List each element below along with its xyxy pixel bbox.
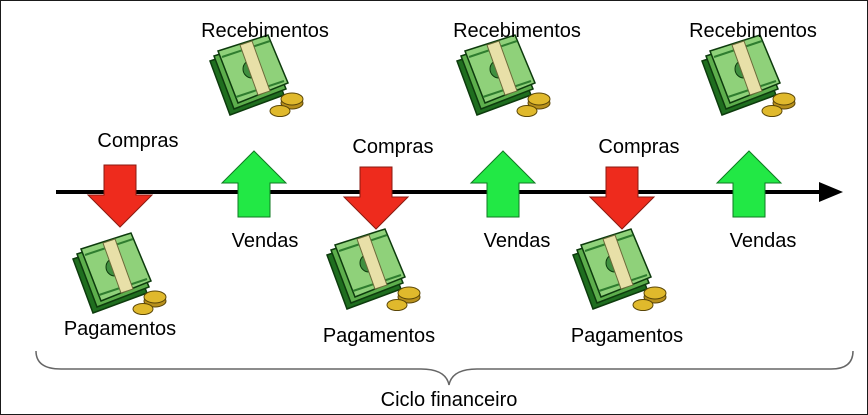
payment-money-icon bbox=[72, 232, 167, 316]
purchase-label: Compras bbox=[598, 136, 679, 158]
sale-label: Vendas bbox=[484, 230, 551, 252]
payment-label: Pagamentos bbox=[323, 325, 435, 347]
cycle-brace bbox=[35, 350, 854, 386]
payment-label: Pagamentos bbox=[64, 318, 176, 340]
purchase-label: Compras bbox=[97, 130, 178, 152]
receipt-money-icon bbox=[701, 34, 796, 118]
purchase-label: Compras bbox=[352, 136, 433, 158]
purchase-arrow-icon bbox=[589, 166, 655, 230]
payment-money-icon bbox=[326, 228, 421, 312]
payment-money-icon bbox=[572, 228, 667, 312]
receipt-money-icon bbox=[456, 34, 551, 118]
receipt-label: Recebimentos bbox=[453, 20, 581, 42]
cycle-label: Ciclo financeiro bbox=[381, 389, 518, 411]
sale-arrow-icon bbox=[221, 150, 287, 218]
purchase-arrow-icon bbox=[343, 166, 409, 230]
sale-label: Vendas bbox=[232, 230, 299, 252]
sale-arrow-icon bbox=[470, 150, 536, 218]
timeline-arrowhead-icon bbox=[819, 182, 843, 202]
sale-arrow-icon bbox=[716, 150, 782, 218]
receipt-money-icon bbox=[209, 34, 304, 118]
receipt-label: Recebimentos bbox=[201, 20, 329, 42]
payment-label: Pagamentos bbox=[571, 325, 683, 347]
receipt-label: Recebimentos bbox=[689, 20, 817, 42]
purchase-arrow-icon bbox=[87, 164, 153, 228]
sale-label: Vendas bbox=[730, 230, 797, 252]
